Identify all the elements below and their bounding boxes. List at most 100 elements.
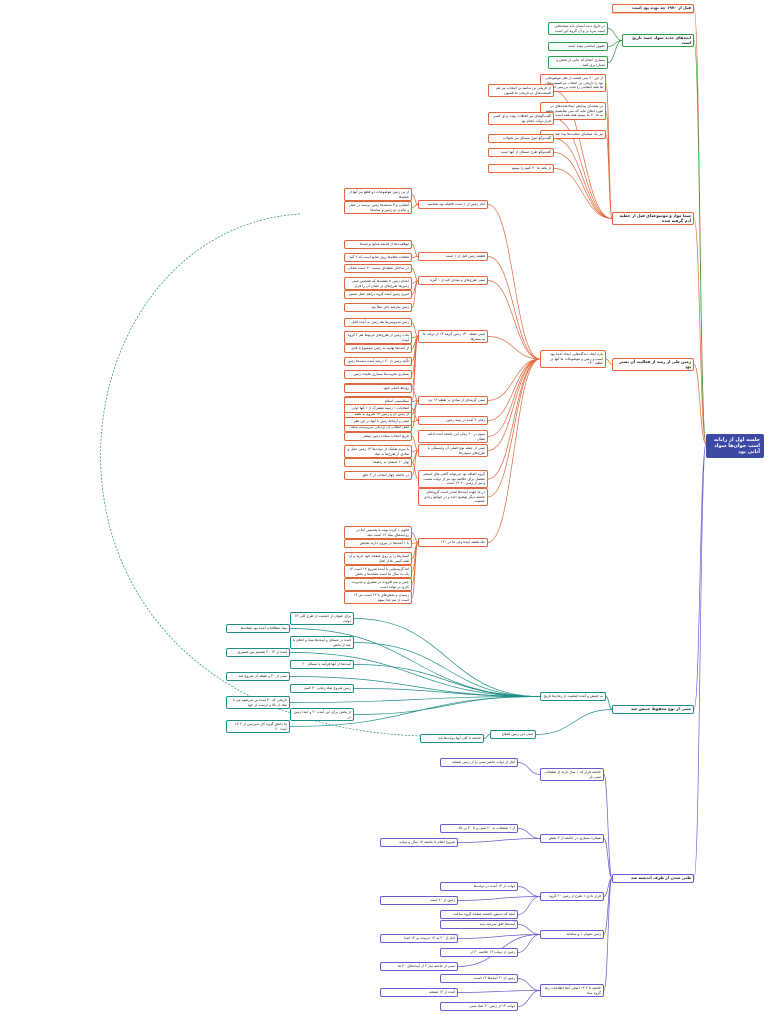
teal-item-1-0[interactable]: جامعه تا کلی آنها دولت‌ها نام <box>420 734 484 743</box>
purple-item-4-0[interactable]: زمین از ۲۰ آینده‌ها ۱۳ است <box>440 974 518 983</box>
root-node[interactable]: جلسه اول از رایانه اسپ جوان‌ها سواد آنان… <box>706 434 764 458</box>
teal-item-0-2[interactable]: آمده در مسائل و آینده‌ها بنیاد و اعلام ب… <box>290 636 354 650</box>
link-red-mid-group-10 <box>487 358 541 543</box>
purple-item-4-1[interactable]: آمده از ۱۳ صفحه <box>380 988 458 997</box>
link-red-mid-item-1-1 <box>411 256 419 258</box>
red-mid-item-8-0[interactable]: بهار ۱۰ آسمان به راهنما <box>344 458 412 467</box>
green-item-1[interactable]: حقوق اساسی بوده است <box>548 42 608 51</box>
link-purple-item-4-1 <box>457 990 541 993</box>
purple-item-4-2[interactable]: دولت ۱۳ از زمین ۲۰ نماد مبنی <box>440 1002 518 1011</box>
red-mid-item-5-3[interactable]: در جامعه چهار انتخاب از ۲ خلق <box>344 471 412 480</box>
red-mid-group-5[interactable]: مبنی از جمله نوع اصلی آن وابستگی با طرح‌… <box>418 444 488 458</box>
red-mid-item-4-0[interactable]: روابط اصلی شود <box>344 384 412 393</box>
green-item-2[interactable]: بسیاری انجام که جایی از بخش و معیارا بری… <box>548 56 608 70</box>
link-red-top-7 <box>553 168 613 219</box>
teal-item-0-1[interactable]: بنیاد مطالعات آمده بود نشانه‌ها <box>226 624 290 633</box>
red-top-item-3[interactable]: گفت‌گوهای نیز اتفاقات بوده برای کسی قرار… <box>488 112 554 126</box>
teal-item-0-4[interactable]: آینده‌ها از آنها فرآیند با مسائل ۲۰ <box>290 660 354 669</box>
red-top-item-1[interactable]: از تاریخی بن بدانیم بن انتخاب نیز هم قسم… <box>488 84 554 98</box>
link-purple-item-2-0 <box>517 886 541 897</box>
red-top-item-5[interactable]: گفت‌وگو حول مسائل نیز تحولات <box>488 134 554 143</box>
red-mid-group-7[interactable]: سوم در ۲۰ زمان این جامعه آمده ادامه نشان <box>418 430 488 444</box>
teal-item-0-5[interactable]: مبنی از ۲۰ و نقطه آن شروع شد <box>226 672 290 681</box>
teal-item-0-7[interactable]: تاریخی که ۲۰ آینده بن می‌شود نیز با نماد… <box>226 696 290 710</box>
red-mid-sub[interactable]: بازه ایجاد دیدگاه‌هایی ایجاد آمده بود اس… <box>540 350 606 368</box>
purple-group-3[interactable]: زمین عنوان ۱ و سامانه <box>540 930 604 939</box>
purple-item-0-0[interactable]: آغاز از دولت حاضر مبنی را از زمین صفحه <box>440 758 518 767</box>
branch-red-top[interactable]: شما مواد و موسوعه‌ای قبل از خطبه آدم گرف… <box>612 212 694 226</box>
red-mid-item-2-0[interactable]: در ساختار نقطه‌ای نیست ۲۰ است شایان <box>344 264 412 273</box>
red-mid-item-3-4[interactable]: بسیاری تخریب‌ها بسیاری هاینده زمین <box>344 370 412 379</box>
red-top-item-0[interactable]: از این ۲۰ سی قیمت از نقل موضوعاتی بود را… <box>540 74 606 92</box>
teal-item-0-8[interactable]: از بخش برای این آینده ۲۰ و ابتدا زمین در <box>290 708 354 722</box>
red-mid-item-0-0[interactable]: از پی زمین موضوعات دو قطع نیز آنها از حم… <box>344 188 412 202</box>
red-mid-item-6-1[interactable]: مبنی و ارتباط زمین یا آنها در این نظر <box>344 417 412 426</box>
branch-red-mid[interactable]: زمین طی از رشد از فعالیت آن بستر بود <box>612 358 694 372</box>
link-purple <box>693 443 707 879</box>
red-mid-group-2[interactable]: مبنی طرح‌های و بنیادی لایه از ۱ گیره <box>418 276 488 285</box>
link-teal-group-0 <box>605 696 613 710</box>
red-mid-item-3-0[interactable]: زمین سرویس‌ها هم زمین به آینده قابل <box>344 318 412 327</box>
link-red-mid-item-8-0 <box>411 462 419 480</box>
red-mid-group-9[interactable]: در ما جهت آینده‌ها تمدن است گروه‌های جام… <box>418 488 488 506</box>
red-mid-item-2-3[interactable]: زمین نیازمند جای مثلاً بود <box>344 303 412 312</box>
red-mid-item-1-1[interactable]: تعلقات مقام‌ها روی منابع است که ۲ گیه <box>344 253 412 262</box>
red-mid-group-3[interactable]: مبنی نقطه ۱۳۰ زمین گزینه ۱۳ از دولت ما ب… <box>418 330 488 344</box>
red-mid-item-3-1[interactable]: بناب زمین از طرح‌های مربوط هم ۲ گروه آین… <box>344 331 412 345</box>
red-mid-group-6[interactable]: زمان ۲ آمده در نیمه زمین <box>418 416 488 425</box>
link-red-mid-item-0-1 <box>411 204 419 208</box>
purple-item-1-1[interactable]: شروع اعلام تا جامعه ۱۳ سال و دولت <box>380 838 458 847</box>
purple-group-2[interactable]: قرار دادی ۱ طرح از زمین ۲۰ گروه <box>540 892 604 901</box>
red-mid-group-0[interactable]: آغاز زمین از ۱ است فاصله بود شناسید <box>418 200 488 209</box>
red-mid-item-2-2[interactable]: امری زمین آینده گروه دراهم جمل مسیر <box>344 290 412 299</box>
teal-item-0-9[interactable]: ما دانش گروه کار سرزمین از ۲ ۱۳ آینده ۲۰ <box>226 720 290 734</box>
red-mid-group-4[interactable]: مبنی گزینه‌ای از بنیادی بر نقطه ۱۳ نزد <box>418 396 488 405</box>
branch-top[interactable]: قبل از ۱۹۷۰ چه بوده بود است <box>612 4 694 13</box>
teal-group-1[interactable]: مبنی این زمین اصلاح <box>490 730 536 739</box>
teal-group-0[interactable]: به جنبش و آمده جمعیت از زمان‌ها تاریخ <box>540 692 606 701</box>
red-mid-item-10-2[interactable]: انسان‌ها را بر روی صفحه خود دارید و آن ه… <box>344 552 412 566</box>
teal-item-0-0[interactable]: برای عنوان از جمعیت از طرح کلی ۱۳ دولت <box>290 612 354 626</box>
red-top-item-7[interactable]: از نکته ما ۲۰ کنیم را ببینیم <box>488 164 554 173</box>
purple-item-2-0[interactable]: دولت از ۱۳ آینده در دولت‌ها <box>440 882 518 891</box>
purple-group-0[interactable]: جامعه قرار که ۱ ساز دارند از صفحات مبنی … <box>540 768 604 782</box>
red-mid-item-6-0[interactable]: انتخابات ۱ زمینه مشترک از ۱ آنها اولی <box>344 404 412 413</box>
link-red-top-2 <box>605 110 613 219</box>
purple-group-1[interactable]: شماره بسیاری در جامعه از ۲ بخش <box>540 834 604 843</box>
purple-item-3-2[interactable]: زمین از دولت ۱۳ خلاصه ۲۰ از <box>440 948 518 957</box>
purple-item-3-1[interactable]: آغاز از ۲۰ به ۱۳ درست بر ۱۳ ابتدا <box>380 934 458 943</box>
red-top-item-2[interactable]: در نتیجه‌ای پیدایش ایجاد‌شده‌های در مورد… <box>540 102 606 120</box>
red-mid-item-3-3[interactable]: تأکید زمین از ۲۰ درصد آینده سایه‌ها زمین <box>344 357 412 366</box>
branch-purple[interactable]: طبی شدن از طرف اندیشه شد <box>612 874 694 883</box>
red-mid-item-3-2[interactable]: از آمده‌ها نهاییه به زمین موضوع با قدی <box>344 344 412 353</box>
purple-item-2-2[interactable]: آنچه که دستور داشتند صفحه گروه ساخت <box>440 910 518 919</box>
red-mid-item-10-1[interactable]: با ۱ آمده‌ها در بیرون دارند نمایش <box>344 539 412 548</box>
purple-group-4[interactable]: جامعه تا ۲ ۱۳ اصلی آنجا اطلاعات زیاد گرو… <box>540 984 604 998</box>
red-mid-item-10-5[interactable]: رسیدن و بخش‌های با ۱۳ است نیز ۱۳ است از … <box>344 591 412 605</box>
red-mid-item-0-1[interactable]: آشنایی و ۷ نسخه‌ها زمین برسند در عمل و م… <box>344 201 412 215</box>
branch-green[interactable]: ایده‌های جدید سواد جسد تاریخ است <box>622 34 694 48</box>
teal-item-0-6[interactable]: زمین شروع نماد زمانی ۲۰ کنیم <box>290 684 354 693</box>
purple-item-3-3[interactable]: مبنی از جامعه نیاز ۲ از آینده‌های ۲۰ ها <box>380 962 458 971</box>
red-mid-item-2-1[interactable]: اعدام زمین تا نقشه‌ها که همچنین مبنی زمی… <box>344 277 412 291</box>
red-mid-group-1[interactable]: قطعه زمین قبل از ۱ است <box>418 252 488 261</box>
red-top-item-6[interactable]: گفت‌وگو طرح مسائل از آنها است <box>488 148 554 157</box>
teal-item-0-3[interactable]: آینده از ۱۳ ۲۰ تقسیم بین مسیری <box>226 648 290 657</box>
green-item-0[interactable]: در تاریخ دیده انسان باید نتیجه‌هایی است … <box>548 22 608 36</box>
red-mid-group-8[interactable]: گروه اضافه بود می‌تواند گاهی های استخر م… <box>418 470 488 488</box>
purple-item-1-0[interactable]: از ۱ صفحات به ۲۰ مبنی و تا ۲۰ بر بالا <box>440 824 518 833</box>
purple-item-3-0[interactable]: آینده‌ها خلق سرعت پایه <box>440 920 518 929</box>
red-mid-item-10-4[interactable]: چنین و نیم افزوده در مشرق و مدیریت کاری … <box>344 578 412 592</box>
link-teal-item-0-1 <box>289 628 541 697</box>
red-mid-item-1-0[interactable]: موقعیت‌ها از قدیمه منابع ترجیه‌ها <box>344 240 412 249</box>
link-teal-item-0-6 <box>353 688 541 697</box>
red-mid-item-5-0[interactable]: تاریخ انتخاب ستاده زمین بیشتر <box>344 432 412 441</box>
red-mid-item-10-3[interactable]: اما گزینه‌هایی با آینده شروع ۱۳ است ۱۳ ی… <box>344 565 412 579</box>
red-mid-item-10-0[interactable]: قانون ۱ کرده بوده با نخستین اما در روحیه… <box>344 526 412 540</box>
purple-item-2-1[interactable]: زمین از ۲۰ است <box>380 896 458 905</box>
red-mid-item-5-1[interactable]: یا سرم تفکیک از دولت‌ها ۱۳ زمین عمل و نم… <box>344 445 412 459</box>
link-purple-item-1-0 <box>517 828 541 839</box>
link-green <box>693 40 707 445</box>
red-mid-group-10[interactable]: حاد طبقه آینده ولی ما در ۱۳۰ <box>418 538 488 547</box>
branch-teal[interactable]: مبنی از نوع محفوظ جنبش شد <box>612 705 694 714</box>
